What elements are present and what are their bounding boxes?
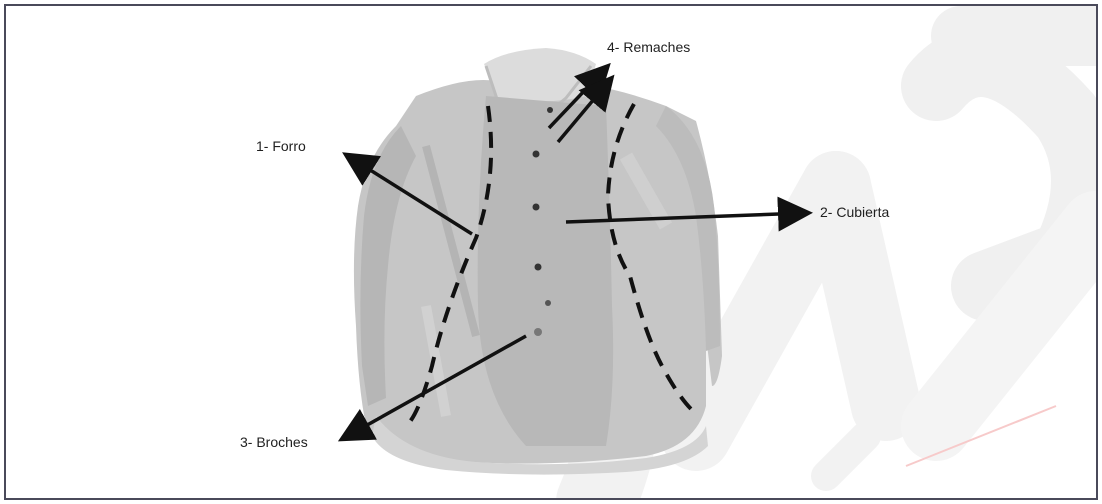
jacket-diagram (6, 6, 1098, 500)
label-remaches: 4- Remaches (607, 39, 690, 55)
label-cubierta: 2- Cubierta (820, 204, 889, 220)
label-broches: 3- Broches (240, 434, 308, 450)
diagram-frame: 1- Forro 2- Cubierta 3- Broches 4- Remac… (4, 4, 1098, 500)
jacket-illustration (354, 48, 722, 475)
label-forro: 1- Forro (256, 138, 306, 154)
